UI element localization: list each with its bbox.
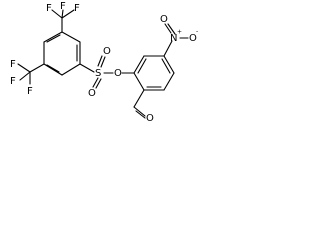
bond [164,23,172,34]
ester-oxygen-label: O [114,68,122,79]
aldehyde-oxygen-label: O [146,113,154,124]
bond [133,106,146,117]
double-bond-inner [161,58,171,74]
bond [133,72,145,91]
chemical-structure-diagram: F F F F F F S O O O [10,1,198,124]
bond [163,40,173,57]
fluorine-label: F [27,86,33,97]
double-bond-inner [46,34,61,43]
bond [163,72,175,91]
bond [97,55,103,67]
bond [19,71,31,81]
oxygen-label: O [160,14,168,25]
double-bond-inner [46,64,60,73]
nitro-nitrogen-label: N [170,33,177,44]
fluorine-label: F [74,3,80,14]
oxygen-label: O [189,33,197,44]
bond [133,55,145,74]
bond [79,63,95,73]
bond [61,9,64,19]
bond [29,63,45,73]
bond [61,63,81,76]
aldehyde-group: O [133,89,154,124]
bond [135,110,146,119]
bond [43,31,63,43]
bond [61,9,75,19]
bond [133,89,145,108]
oxygen-label: O [88,88,96,99]
bond [92,77,99,88]
fluorine-label: F [60,1,66,12]
double-bond-inner [137,58,147,74]
fluorine-label: F [46,3,52,14]
fluorine-label: F [10,76,16,87]
bond [51,9,63,19]
bond [95,78,102,89]
bond [167,23,176,35]
left-cf3-group: F F F [10,59,45,97]
nitro-group: N + O O - [160,14,198,57]
left-benzene-ring [43,31,81,76]
bond [61,31,81,43]
positive-charge-label: + [177,29,182,36]
bond [100,56,106,68]
sulfonyl-group: S O O O [79,46,122,99]
fluorine-label: F [10,59,16,70]
oxygen-label: O [103,46,111,57]
bond [43,63,63,76]
bond [17,63,31,73]
bond [163,55,175,74]
sulfur-label: S [95,68,101,79]
top-cf3-group: F F F [46,1,80,33]
right-benzene-ring [121,55,175,91]
negative-charge-label: - [196,29,198,36]
